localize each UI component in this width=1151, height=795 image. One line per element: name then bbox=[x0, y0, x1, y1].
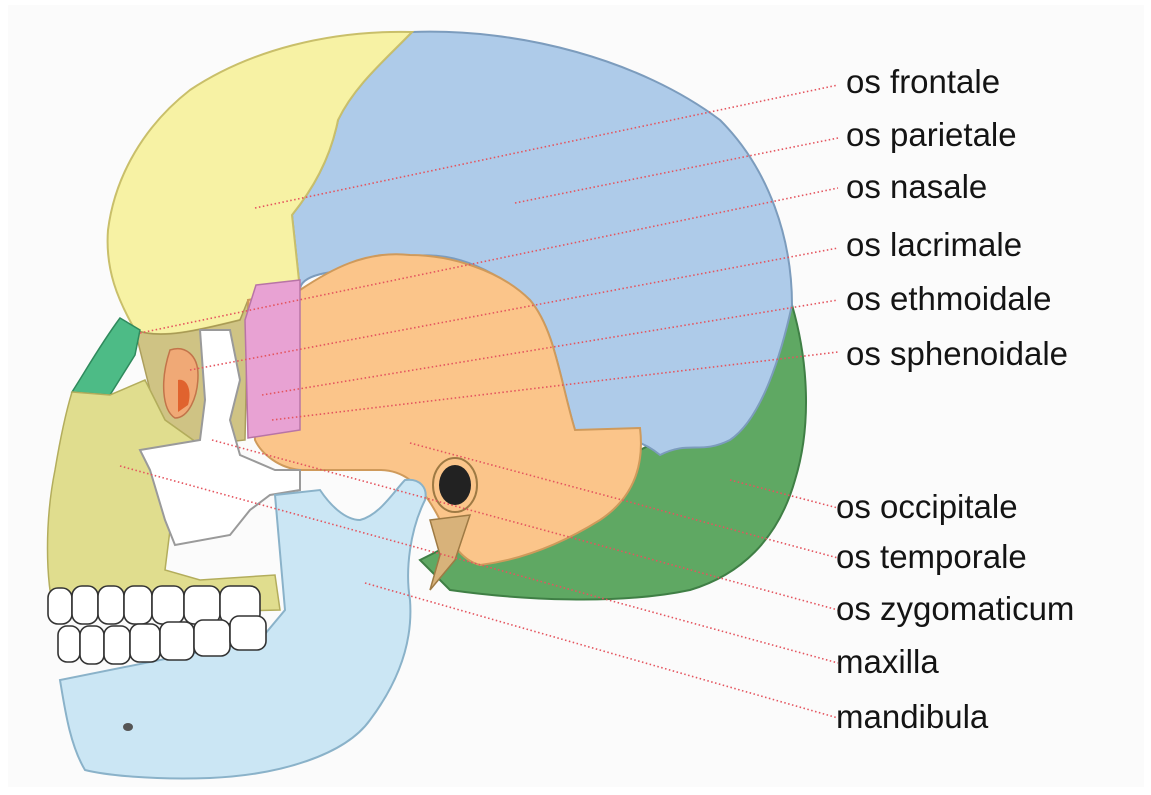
label-ethmoidale: os ethmoidale bbox=[846, 280, 1051, 317]
label-nasale: os nasale bbox=[846, 168, 987, 205]
label-frontale: os frontale bbox=[846, 63, 1000, 100]
label-zygomaticum: os zygomaticum bbox=[836, 590, 1074, 627]
label-mandibula: mandibula bbox=[836, 698, 989, 735]
label-temporale: os temporale bbox=[836, 538, 1027, 575]
upper-teeth bbox=[48, 586, 260, 624]
label-maxilla: maxilla bbox=[836, 643, 939, 680]
mental-foramen bbox=[123, 723, 133, 731]
ear-canal bbox=[439, 465, 471, 505]
label-occipitale: os occipitale bbox=[836, 488, 1018, 525]
label-parietale: os parietale bbox=[846, 116, 1017, 153]
ethmoid-bone bbox=[245, 280, 300, 438]
label-sphenoidale: os sphenoidale bbox=[846, 335, 1068, 372]
label-lacrimale: os lacrimale bbox=[846, 226, 1022, 263]
